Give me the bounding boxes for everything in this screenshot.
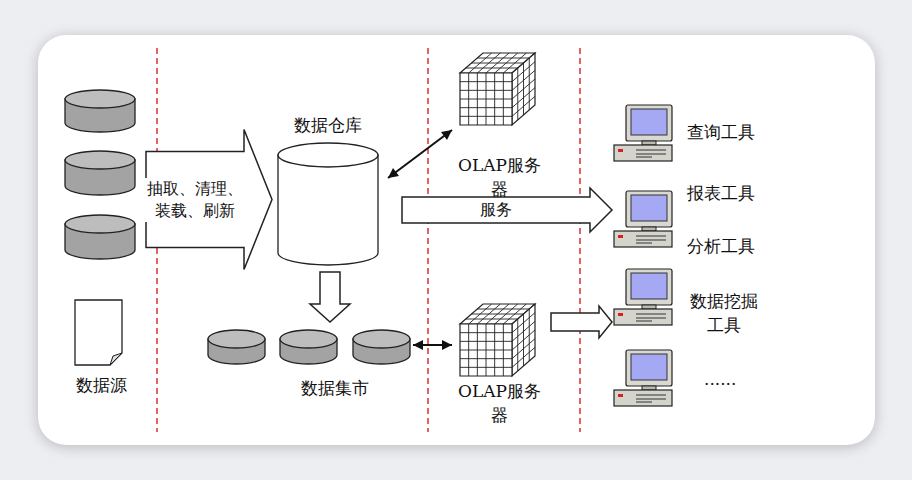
node-label: 报表工具 [687, 181, 755, 205]
drive-slot [636, 395, 666, 402]
power-light [618, 235, 623, 238]
node-shape [272, 113, 384, 270]
disk-cylinder-top [65, 215, 135, 233]
disk-cylinder-top [208, 330, 265, 348]
monitor-neck [642, 386, 656, 390]
olap-cube [460, 304, 535, 376]
disk-cylinder [208, 330, 265, 364]
node-shape [612, 345, 777, 410]
computer-icon [614, 350, 672, 406]
block-arrow [310, 272, 350, 322]
disk-cylinder [353, 330, 410, 364]
double-arrow [388, 130, 452, 178]
arrow-head [442, 340, 452, 350]
node-label: 数据挖掘 工具 [684, 289, 764, 337]
node-box: 数据仓库 [272, 113, 388, 270]
drive-slot [636, 236, 666, 243]
block-arrow [146, 130, 272, 270]
node-label: 数据集市 [285, 376, 385, 400]
disk-cylinder [65, 90, 135, 132]
dashed-divider [427, 48, 429, 432]
disk-cylinder-top [280, 330, 337, 348]
node-box: OLAP服务器 [452, 302, 551, 427]
monitor [626, 191, 672, 227]
node-box: 数据集市 [205, 325, 413, 400]
warehouse-cylinder [278, 143, 378, 265]
cube-grid [460, 304, 535, 376]
connector-line [388, 130, 452, 178]
drive-slot [636, 150, 666, 157]
disk-cylinder-top [65, 151, 135, 169]
power-light [618, 149, 623, 152]
computer-base [614, 309, 672, 325]
document-icon [75, 300, 122, 365]
monitor [626, 105, 672, 141]
node-label: 分析工具 [687, 234, 755, 258]
edge-label: 抽取、清理、 装载、刷新 [145, 178, 245, 222]
node-label: 数据源 [60, 373, 142, 397]
double-arrow [413, 340, 452, 350]
node-label: 查询工具 [687, 120, 755, 144]
arrow-head [441, 130, 452, 140]
computer-icon [614, 191, 672, 247]
disk-cylinder [65, 215, 135, 259]
disk-cylinder-top [65, 90, 135, 108]
monitor-neck [642, 141, 656, 145]
computer-icon [614, 105, 672, 161]
disk-cylinder-top [353, 330, 410, 348]
computer-icon [614, 269, 672, 325]
warehouse-cylinder-top [278, 143, 378, 167]
olap-cube [460, 53, 535, 125]
screen [631, 195, 667, 221]
edge-label: 服务 [477, 199, 515, 221]
screen [631, 354, 667, 380]
drive-slot [636, 314, 666, 321]
monitor-neck [642, 227, 656, 231]
node-box: OLAP服务器 [452, 50, 551, 201]
computer-base [614, 231, 672, 247]
disk-cylinder [65, 151, 135, 195]
document-fold [110, 353, 122, 365]
power-light [618, 394, 623, 397]
node-box: 查询工具 [612, 102, 777, 164]
block-arrow-shape [146, 130, 272, 270]
node-label: OLAP服务器 [452, 153, 547, 201]
block-arrow-shape [551, 306, 612, 338]
cube-grid [460, 53, 535, 125]
node-label: ...... [704, 367, 736, 391]
screen [631, 109, 667, 135]
node-box: 数据挖掘 工具 [612, 262, 777, 340]
computer-base [614, 390, 672, 406]
node-label: 数据仓库 [272, 113, 384, 137]
block-arrow [551, 306, 612, 338]
arrow-head [413, 340, 423, 350]
monitor [626, 269, 672, 305]
node-box: 数据源 [60, 85, 146, 397]
node-label: OLAP服务器 [452, 379, 547, 427]
dashed-divider [579, 48, 581, 432]
block-arrow-shape [310, 272, 350, 322]
node-shape [60, 85, 142, 397]
warehouse-cylinder-body [278, 155, 378, 265]
node-box: 报表工具分析工具 [612, 180, 777, 258]
monitor [626, 350, 672, 386]
power-light [618, 313, 623, 316]
node-box: ...... [612, 345, 777, 410]
computer-base [614, 145, 672, 161]
disk-cylinder [280, 330, 337, 364]
monitor-neck [642, 305, 656, 309]
arrow-head [388, 168, 399, 178]
screen [631, 273, 667, 299]
